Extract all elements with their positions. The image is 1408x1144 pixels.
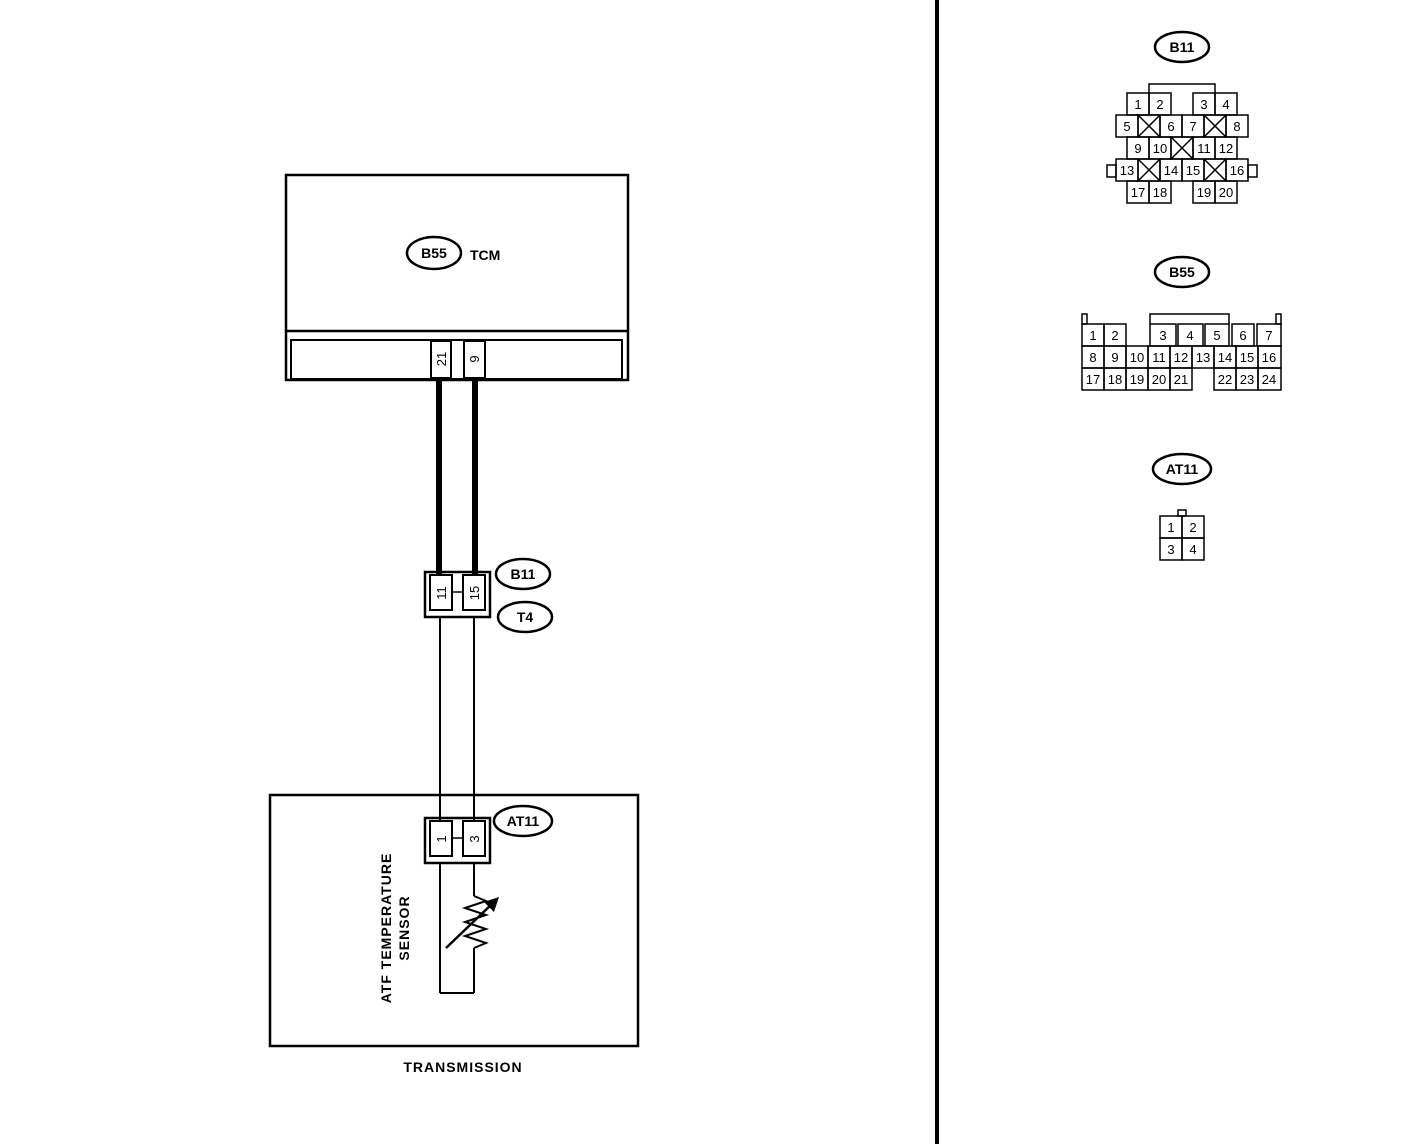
transmission-block: TRANSMISSION 1 3 AT11 ATF TEMPERATURE SE…	[268, 793, 640, 1075]
tcm-connector-badge	[405, 235, 463, 271]
b11-pin-8: 8	[1233, 119, 1240, 134]
b55-pin-8: 8	[1089, 350, 1096, 365]
at11-view-pin-4: 4	[1189, 542, 1196, 557]
b55-pin-22: 22	[1218, 372, 1232, 387]
joint-b11-id: B11	[511, 566, 536, 582]
joint-terminal-15: 15	[467, 586, 482, 600]
b55-pin-4: 4	[1186, 328, 1193, 343]
b11-pin-10: 10	[1153, 141, 1167, 156]
b55-pin-15: 15	[1240, 350, 1254, 365]
b11-pin-5: 5	[1123, 119, 1130, 134]
joint-connector: 11 15 B11 T4	[423, 557, 554, 634]
b11-pin-11: 11	[1197, 141, 1211, 156]
b11-pin-7: 7	[1189, 119, 1196, 134]
b55-pin-19: 19	[1130, 372, 1144, 387]
b11-pin-15: 15	[1186, 163, 1200, 178]
b55-pin-10: 10	[1130, 350, 1144, 365]
tcm-connector-id: B55	[421, 245, 447, 261]
b11-pin-20: 20	[1219, 185, 1233, 200]
tcm-terminal-21: 21	[434, 352, 449, 366]
connector-view-at11: AT11 1 2 3 4	[1151, 452, 1213, 561]
at11-terminal-1: 1	[434, 835, 449, 842]
b11-pin-12: 12	[1219, 141, 1233, 156]
b11-pin-17: 17	[1131, 185, 1145, 200]
thermistor-resistor-icon	[461, 895, 490, 949]
b11-pin-1: 1	[1134, 97, 1141, 112]
b11-pin-14: 14	[1164, 163, 1178, 178]
at11-view-pin-1: 1	[1167, 520, 1174, 535]
b55-pin-2: 2	[1111, 328, 1118, 343]
b55-pin-23: 23	[1240, 372, 1254, 387]
b55-pin-7: 7	[1265, 328, 1272, 343]
harness-wires	[436, 380, 478, 820]
sensor-label-line1: ATF TEMPERATURE	[378, 853, 394, 1004]
b11-pin-16: 16	[1230, 163, 1244, 178]
b11-pin-6: 6	[1167, 119, 1174, 134]
thermistor-arrowhead-icon	[484, 897, 499, 912]
b11-pin-19: 19	[1197, 185, 1211, 200]
b11-pin-18: 18	[1153, 185, 1167, 200]
b11-pin-9: 9	[1134, 141, 1141, 156]
sensor-label-line2: SENSOR	[396, 895, 412, 960]
at11-view-pin-3: 3	[1167, 542, 1174, 557]
b55-pin-16: 16	[1262, 350, 1276, 365]
thermistor-arrow-icon	[445, 901, 495, 949]
b55-pin-1: 1	[1089, 328, 1096, 343]
b55-pin-21: 21	[1174, 372, 1188, 387]
b55-pin-20: 20	[1152, 372, 1166, 387]
at11-terminal-3: 3	[467, 835, 482, 842]
b55-pin-6: 6	[1239, 328, 1246, 343]
b55-pin-24: 24	[1262, 372, 1276, 387]
b11-pin-3: 3	[1200, 97, 1207, 112]
at11-view-label: AT11	[1166, 461, 1199, 477]
b55-view-label: B55	[1169, 264, 1195, 280]
b55-pin-17: 17	[1086, 372, 1100, 387]
b55-pin-3: 3	[1159, 328, 1166, 343]
b55-pin-18: 18	[1108, 372, 1122, 387]
b55-pin-5: 5	[1213, 328, 1220, 343]
joint-terminal-11: 11	[434, 586, 449, 600]
transmission-label: TRANSMISSION	[403, 1059, 522, 1075]
at11-badge	[492, 804, 554, 838]
joint-t4-id: T4	[517, 609, 534, 625]
joint-t4-badge	[496, 600, 554, 634]
b55-pin-9: 9	[1111, 350, 1118, 365]
connector-view-b11: B11 1 2 3 4 5 6 7 8 9 10 1	[1106, 30, 1258, 204]
connector-view-b55: B55 1 2 3 4 5 6 7 8 9 10 11 12 13	[1081, 255, 1282, 391]
b11-view-label: B11	[1170, 39, 1195, 55]
at11-id: AT11	[507, 813, 540, 829]
tcm-block: B55 TCM 21 9	[284, 173, 630, 382]
b55-pin-11: 11	[1152, 350, 1166, 365]
b11-pin-2: 2	[1156, 97, 1163, 112]
b55-pin-13: 13	[1196, 350, 1210, 365]
tcm-name: TCM	[470, 247, 500, 263]
joint-b11-badge	[494, 557, 552, 591]
b11-pin-4: 4	[1222, 97, 1229, 112]
at11-view-pin-2: 2	[1189, 520, 1196, 535]
tcm-terminal-9: 9	[467, 355, 482, 362]
b55-pin-12: 12	[1174, 350, 1188, 365]
b11-pin-13: 13	[1120, 163, 1134, 178]
b55-pin-14: 14	[1218, 350, 1232, 365]
